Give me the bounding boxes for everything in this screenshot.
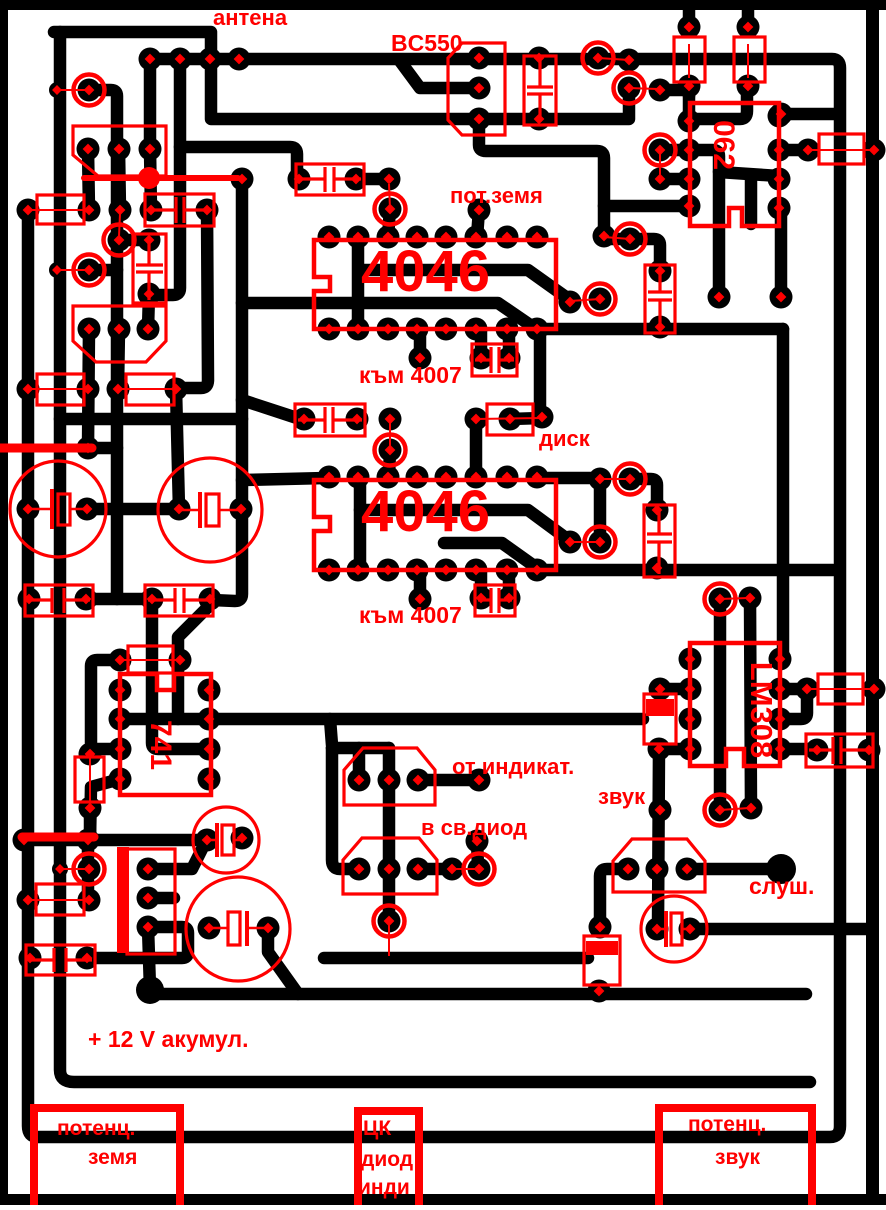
svg-text:звук: звук bbox=[715, 1146, 761, 1169]
svg-text:земя: земя bbox=[88, 1146, 137, 1169]
svg-text:звук: звук bbox=[598, 784, 646, 809]
svg-text:+ 12 V акумул.: + 12 V акумул. bbox=[88, 1026, 249, 1052]
svg-text:диод: диод bbox=[361, 1148, 413, 1171]
svg-text:LM308: LM308 bbox=[744, 662, 779, 758]
svg-text:потенц.: потенц. bbox=[57, 1117, 135, 1140]
svg-text:диск: диск bbox=[539, 426, 591, 451]
svg-text:ЦК: ЦК bbox=[363, 1117, 391, 1140]
svg-text:4046: 4046 bbox=[361, 239, 490, 304]
svg-text:антена: антена bbox=[213, 5, 288, 30]
svg-text:741: 741 bbox=[144, 720, 177, 770]
svg-text:потенц.: потенц. bbox=[688, 1113, 766, 1136]
svg-text:BC550: BC550 bbox=[391, 30, 463, 56]
svg-text:слуш.: слуш. bbox=[749, 873, 814, 899]
svg-text:към 4007: към 4007 bbox=[359, 362, 462, 388]
svg-text:от индикат.: от индикат. bbox=[452, 754, 574, 779]
svg-text:062: 062 bbox=[707, 120, 740, 170]
svg-text:към 4007: към 4007 bbox=[359, 602, 462, 628]
svg-text:пот.земя: пот.земя bbox=[450, 183, 543, 208]
svg-text:4046: 4046 bbox=[361, 479, 490, 544]
svg-text:в св.диод: в св.диод bbox=[421, 815, 527, 840]
svg-text:инди: инди bbox=[358, 1176, 410, 1199]
